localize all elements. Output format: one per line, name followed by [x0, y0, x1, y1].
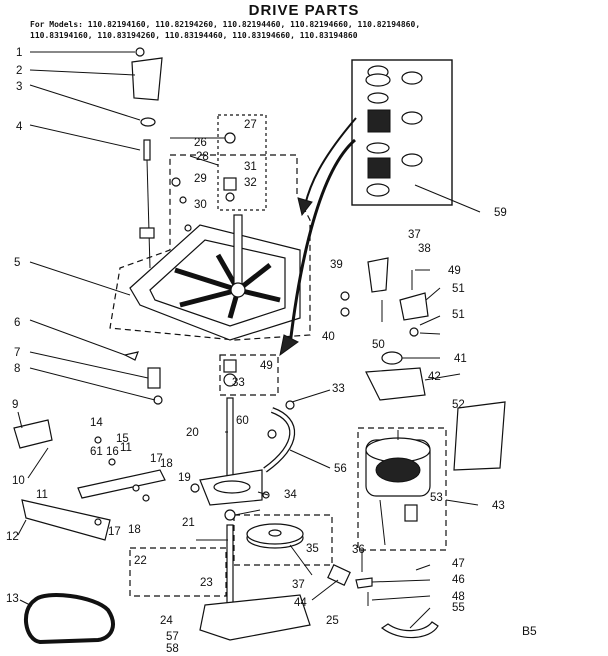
drive-belt	[24, 593, 115, 645]
motor	[365, 430, 431, 546]
callout-11: 11	[36, 489, 48, 501]
callout-30: 30	[194, 199, 207, 211]
callout-49: 49	[260, 360, 273, 372]
callout-labels: 1234567891011111213141516171718181920212…	[0, 0, 507, 655]
callout-56: 56	[334, 463, 347, 475]
top-parts-box	[217, 114, 267, 211]
callout-48: 48	[452, 591, 465, 603]
callout-29: 29	[194, 173, 207, 185]
callout-17: 17	[108, 526, 121, 538]
callout-60: 60	[236, 415, 249, 427]
callout-55: 55	[452, 602, 465, 614]
callout-33: 33	[232, 377, 245, 389]
callout-43: 43	[492, 500, 505, 512]
callout-41: 41	[454, 353, 467, 365]
pulley-group-box	[233, 514, 333, 566]
callout-39: 39	[330, 259, 343, 271]
callout-23: 23	[200, 577, 213, 589]
callout-40: 40	[322, 331, 335, 343]
callout-51: 51	[452, 283, 465, 295]
callout-6: 6	[14, 317, 20, 329]
callout-52: 52	[452, 399, 465, 411]
callout-24: 24	[160, 615, 173, 627]
kit-inset-box	[351, 59, 453, 206]
callout-13: 13	[6, 593, 19, 605]
callout-26: 26	[194, 137, 207, 149]
lower-left-parts	[13, 351, 166, 541]
pump-parts	[327, 257, 439, 639]
callout-14: 14	[90, 417, 103, 429]
callout-20: 20	[186, 427, 199, 439]
callout-35: 35	[306, 543, 319, 555]
callout-31: 31	[244, 161, 257, 173]
callout-53: 53	[430, 492, 443, 504]
callout-36: 36	[352, 544, 365, 556]
model-list-line-2: 110.83194160, 110.83194260, 110.83194460…	[30, 31, 358, 40]
callout-8: 8	[14, 363, 20, 375]
callout-51: 51	[452, 309, 465, 321]
callout-38: 38	[418, 243, 431, 255]
callout-18: 18	[160, 458, 173, 470]
shaft-group-box	[129, 547, 227, 597]
callout-10: 10	[12, 475, 25, 487]
bearing-group-box	[219, 354, 279, 396]
callout-44: 44	[294, 597, 307, 609]
callout-11: 11	[0, 0, 12, 3]
callout-18: 18	[128, 524, 141, 536]
callout-16: 16	[106, 446, 119, 458]
callout-49: 49	[448, 265, 461, 277]
callout-28: 28	[196, 151, 209, 163]
linkage-parts	[131, 47, 237, 269]
base-plate	[129, 214, 301, 341]
callout-59: 59	[494, 207, 507, 219]
callout-50: 50	[372, 339, 385, 351]
callout-37: 37	[292, 579, 305, 591]
model-list-line-1: For Models: 110.82194160, 110.82194260, …	[30, 20, 421, 29]
callout-4: 4	[16, 121, 23, 133]
kit-parts	[365, 65, 423, 197]
callout-12: 12	[6, 531, 19, 543]
motor-shield	[453, 401, 506, 471]
callout-15: 15	[116, 433, 129, 445]
callout-27: 27	[244, 119, 257, 131]
arrow-head	[279, 334, 299, 357]
transmission	[190, 359, 311, 641]
corner-code: B5	[522, 624, 537, 638]
callout-25: 25	[326, 615, 339, 627]
callout-57: 57	[166, 631, 179, 643]
callout-3: 3	[16, 81, 22, 93]
callout-5: 5	[14, 257, 20, 269]
motor-group-box	[357, 427, 447, 551]
pulley	[246, 523, 304, 549]
callout-7: 7	[14, 347, 20, 359]
callout-58: 58	[166, 643, 179, 655]
callout-46: 46	[452, 574, 465, 586]
callout-19: 19	[178, 472, 191, 484]
callout-2: 2	[16, 65, 22, 77]
callout-61: 61	[90, 446, 103, 458]
callout-47: 47	[452, 558, 465, 570]
callout-32: 32	[244, 177, 257, 189]
model-list: For Models: 110.82194160, 110.82194260, …	[30, 19, 600, 41]
arrow-kit-to-bearing	[288, 138, 356, 346]
callout-17: 17	[150, 453, 163, 465]
callout-42: 42	[428, 371, 441, 383]
callout-9: 9	[12, 399, 18, 411]
callout-22: 22	[134, 555, 147, 567]
callout-11: 11	[120, 442, 132, 454]
callout-21: 21	[182, 517, 195, 529]
leader-lines	[17, 51, 481, 629]
callout-33: 33	[332, 383, 345, 395]
callout-8: 8	[0, 0, 6, 3]
callout-34: 34	[284, 489, 297, 501]
diagram-title: DRIVE PARTS	[248, 2, 360, 19]
callout-37: 37	[408, 229, 421, 241]
callout-1: 1	[16, 47, 22, 59]
